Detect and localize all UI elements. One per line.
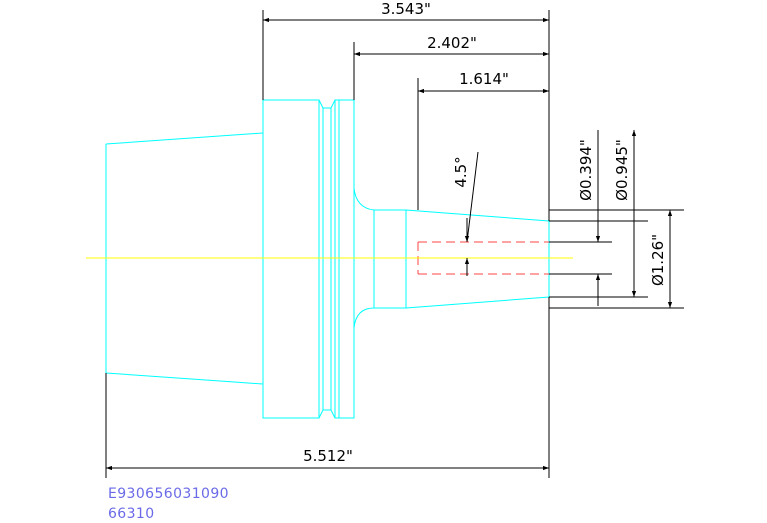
dim-1614-text: 1.614" — [459, 70, 509, 88]
dim-2402-text: 2.402" — [427, 34, 477, 52]
part-code-line1: E930656031090 — [108, 486, 229, 502]
dim-0945-text: Ø0.945" — [613, 139, 631, 201]
flange-body — [262, 99, 320, 419]
flange-collar — [334, 99, 355, 419]
part-code-line2: 66310 — [108, 506, 155, 522]
part-outline — [105, 99, 550, 419]
dim-5512-text: 5.512" — [303, 447, 353, 465]
neck-fillet — [353, 187, 406, 329]
angle-text: 4.5° — [452, 156, 470, 187]
dimension-lines — [105, 10, 684, 478]
dim-126-text: Ø1.26" — [649, 234, 667, 286]
dim-3543-text: 3.543" — [381, 0, 431, 18]
dim-0394-text: Ø0.394" — [577, 139, 595, 201]
nose-taper — [405, 209, 550, 309]
angle-leader — [466, 151, 479, 243]
v-groove — [318, 99, 336, 419]
